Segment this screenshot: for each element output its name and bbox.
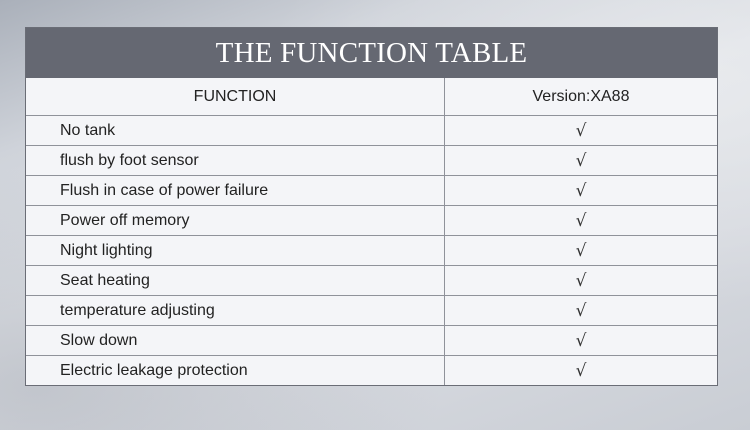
table-row: temperature adjusting √ (26, 295, 717, 325)
check-icon: √ (575, 150, 587, 171)
function-name: Electric leakage protection (26, 356, 445, 385)
function-name: Seat heating (26, 266, 445, 295)
table-row: Slow down √ (26, 325, 717, 355)
check-icon: √ (575, 120, 587, 141)
version-column-header: Version:XA88 (532, 87, 630, 105)
check-icon: √ (575, 360, 587, 381)
function-name: No tank (26, 116, 445, 145)
check-cell: √ (445, 356, 717, 385)
check-cell: √ (445, 176, 717, 205)
check-icon: √ (575, 210, 587, 231)
check-cell: √ (445, 326, 717, 355)
table-header-row: FUNCTION Version:XA88 (26, 78, 717, 115)
function-name: Flush in case of power failure (26, 176, 445, 205)
table-row: No tank √ (26, 115, 717, 145)
check-cell: √ (445, 236, 717, 265)
function-name: Slow down (26, 326, 445, 355)
check-icon: √ (575, 180, 587, 201)
function-name: Power off memory (26, 206, 445, 235)
function-name: temperature adjusting (26, 296, 445, 325)
check-cell: √ (445, 206, 717, 235)
check-cell: √ (445, 116, 717, 145)
check-cell: √ (445, 266, 717, 295)
check-icon: √ (575, 240, 587, 261)
check-icon: √ (575, 270, 587, 291)
check-icon: √ (575, 300, 587, 321)
function-table: THE FUNCTION TABLE FUNCTION Version:XA88… (25, 27, 718, 386)
check-cell: √ (445, 146, 717, 175)
table-row: Power off memory √ (26, 205, 717, 235)
table-title: THE FUNCTION TABLE (26, 28, 717, 78)
table-row: Electric leakage protection √ (26, 355, 717, 385)
check-icon: √ (575, 330, 587, 351)
check-cell: √ (445, 296, 717, 325)
function-name: Night lighting (26, 236, 445, 265)
table-row: flush by foot sensor √ (26, 145, 717, 175)
function-name: flush by foot sensor (26, 146, 445, 175)
table-row: Seat heating √ (26, 265, 717, 295)
table-row: Night lighting √ (26, 235, 717, 265)
function-column-header: FUNCTION (26, 78, 445, 115)
table-row: Flush in case of power failure √ (26, 175, 717, 205)
